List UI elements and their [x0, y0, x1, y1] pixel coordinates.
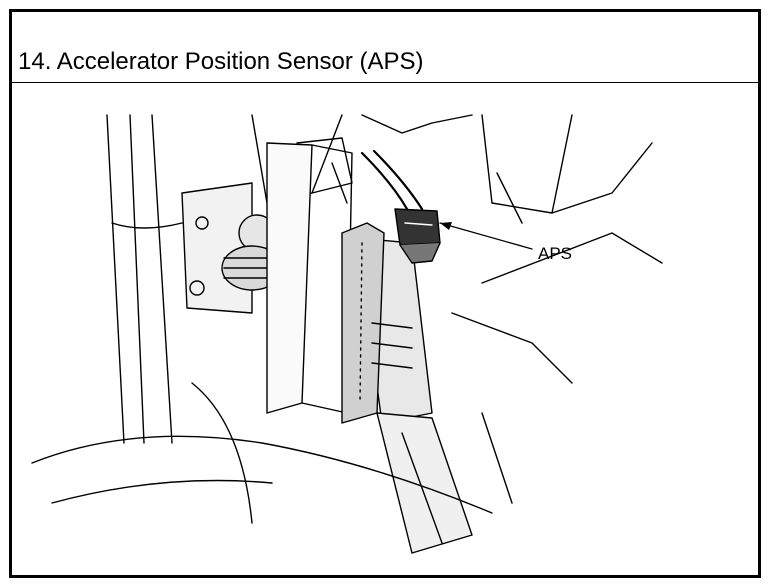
pedal-pad [376, 412, 473, 554]
aps-connector [394, 208, 441, 246]
wire-harness [360, 151, 409, 211]
bolt [189, 280, 205, 296]
pedal-illustration: APS [31, 114, 663, 554]
column-edge-right [129, 114, 145, 444]
callout-aps-label: APS [538, 244, 572, 263]
bolt [195, 216, 209, 230]
document-frame: 14. Accelerator Position Sensor (APS) [9, 9, 761, 578]
column-edge-left [106, 114, 125, 444]
pedal-diagram: APS [12, 83, 758, 575]
page-title: 14. Accelerator Position Sensor (APS) [18, 48, 424, 75]
title-bar: 14. Accelerator Position Sensor (APS) [12, 12, 758, 83]
callout-leader [439, 222, 533, 250]
